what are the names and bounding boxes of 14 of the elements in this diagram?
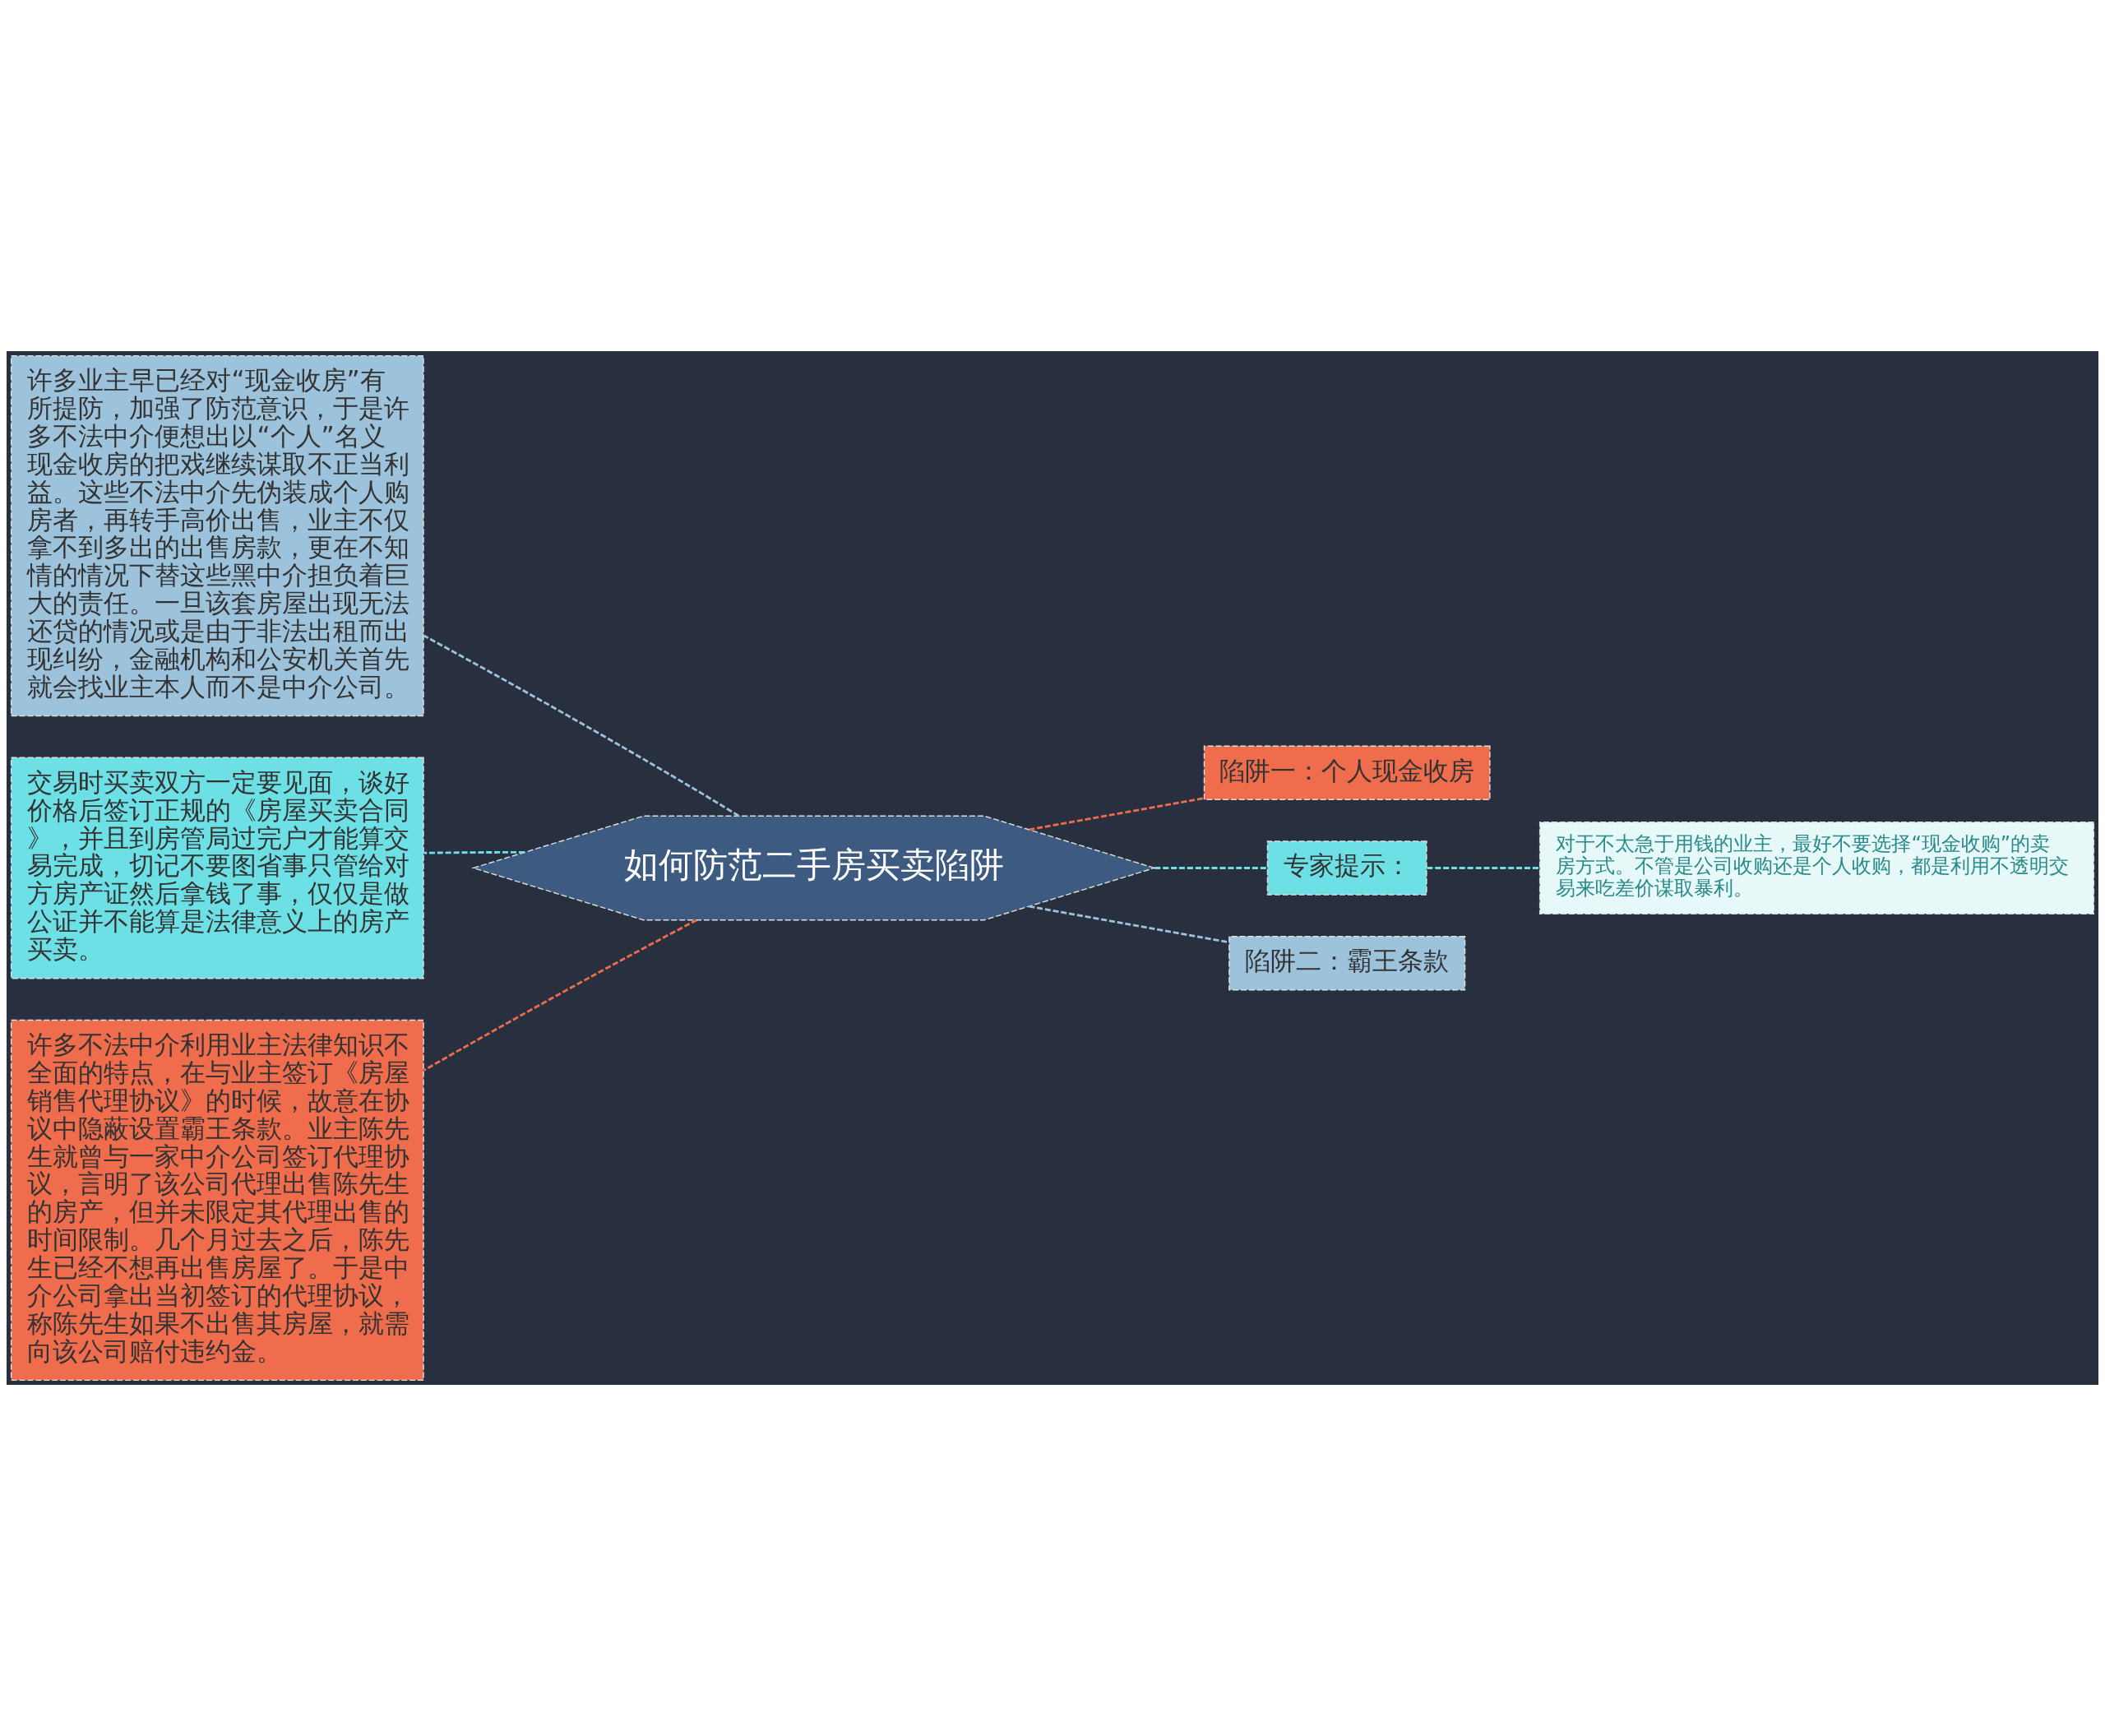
node-box: 对于不太急于用钱的业主，最好不要选择“现金收购”的卖房方式。不管是公司收购还是个人收购，都是利用不透明交易来吃差价谋取暴利。 [1538,822,2095,914]
connector [1029,905,1229,944]
node-box: 陷阱一：个人现金收房 [1203,745,1491,800]
node-box: 交易时买卖双方一定要见面，谈好价格后签订正规的《房屋买卖合同》，并且到房管局过完户才能算交易完成，切记不要图省事只管给对方房产证然后拿钱了事，仅仅是做公证并不能算是法律意义上的房产买卖。 [10,757,424,979]
connector [1029,797,1205,831]
connector [423,919,697,1072]
node-box: 许多不法中介利用业主法律知识不全面的特点，在与业主签订《房屋销售代理协议》的时候，故意在协议中隐蔽设置霸王条款。业主陈先生就曾与一家中介公司签订代理协议，言明了该公司代理出售陈先生的房产，但并未限定其代理出售的时间限制。几个月过去之后，陈先生已经不想再出售房屋了。于是中介公司拿出当初签订的代理协议，称陈先生如果不出售其房屋，就需向该公司赔付违约金。 [10,1019,424,1382]
connector [423,851,525,854]
connector [423,634,739,817]
connector [1427,867,1540,869]
connector [1154,867,1268,869]
node-box: 专家提示： [1266,840,1427,896]
node-box: 陷阱二：霸王条款 [1228,936,1466,991]
node-box: 许多业主早已经对“现金收房”有所提防，加强了防范意识，于是许多不法中介便想出以“个人”名义现金收房的把戏继续谋取不正当利益。这些不法中介先伪装成个人购房者，再转手高价出售，业主不仅拿不到多出的出售房款，更在不知情的情况下替这些黑中介担负着巨大的责任。一旦该套房屋出现无法还贷的情况或是由于非法出租而出现纠纷，金融机构和公安机关首先就会找业主本人而不是中介公司。 [10,354,424,717]
